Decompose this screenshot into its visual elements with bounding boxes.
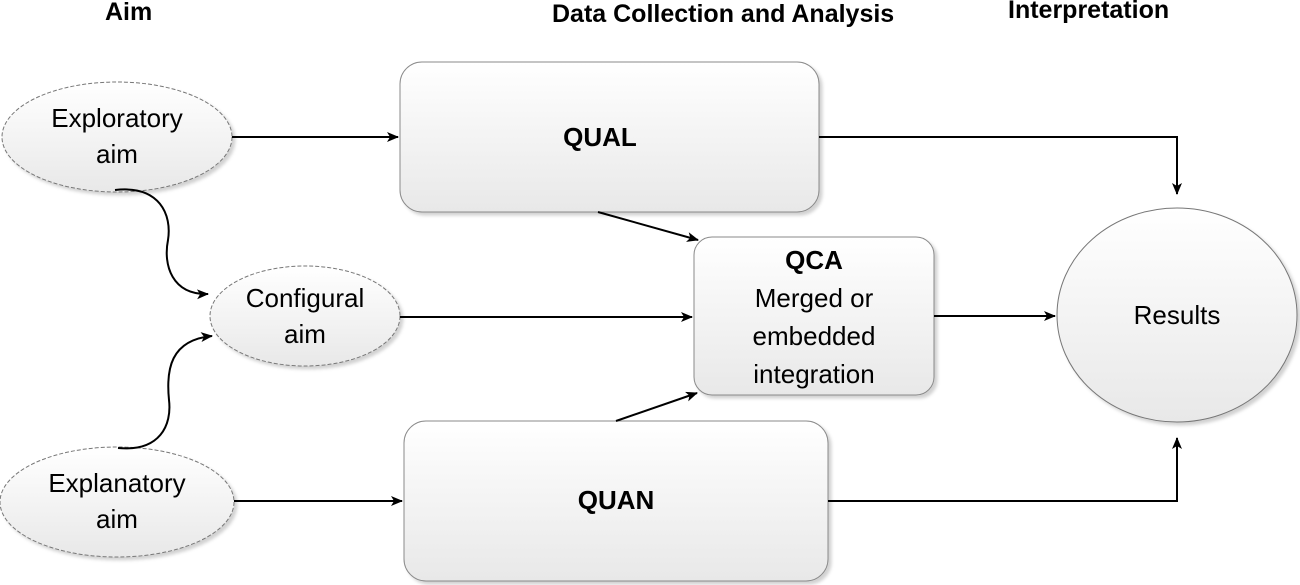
qca-line2: embedded	[752, 321, 876, 351]
results-label: Results	[1133, 300, 1221, 330]
arrow-exploratory-to-configural	[114, 188, 209, 300]
configural-line1: Configural	[245, 283, 365, 313]
configural-line2: aim	[284, 319, 326, 349]
exploratory-line1: Exploratory	[51, 103, 183, 133]
qca-line1: Merged or	[754, 283, 874, 313]
arrow-quan-to-results	[828, 437, 1182, 502]
arrow-explanatory-to-configural	[117, 332, 213, 450]
arrow-qual-to-qca	[597, 211, 699, 242]
exploratory-aim-label: Exploratory aim	[17, 100, 217, 172]
header-data-collection: Data Collection and Analysis	[552, 0, 895, 28]
qca-label: QCA Merged or embedded integration	[694, 241, 934, 393]
results-node	[1056, 207, 1298, 423]
qca-line3: integration	[753, 359, 875, 389]
explanatory-line2: aim	[96, 504, 138, 534]
quan-label: QUAN	[577, 485, 655, 515]
qual-label: QUAL	[563, 122, 637, 152]
qca-title: QCA	[785, 245, 843, 275]
explanatory-line1: Explanatory	[48, 468, 186, 498]
configural-aim-label: Configural aim	[205, 280, 405, 352]
arrow-qual-to-results	[819, 136, 1182, 195]
header-aim: Aim	[105, 0, 153, 26]
header-interpretation: Interpretation	[1008, 0, 1170, 24]
explanatory-aim-label: Explanatory aim	[17, 465, 217, 537]
arrow-quan-to-qca	[615, 391, 698, 422]
exploratory-line2: aim	[96, 139, 138, 169]
